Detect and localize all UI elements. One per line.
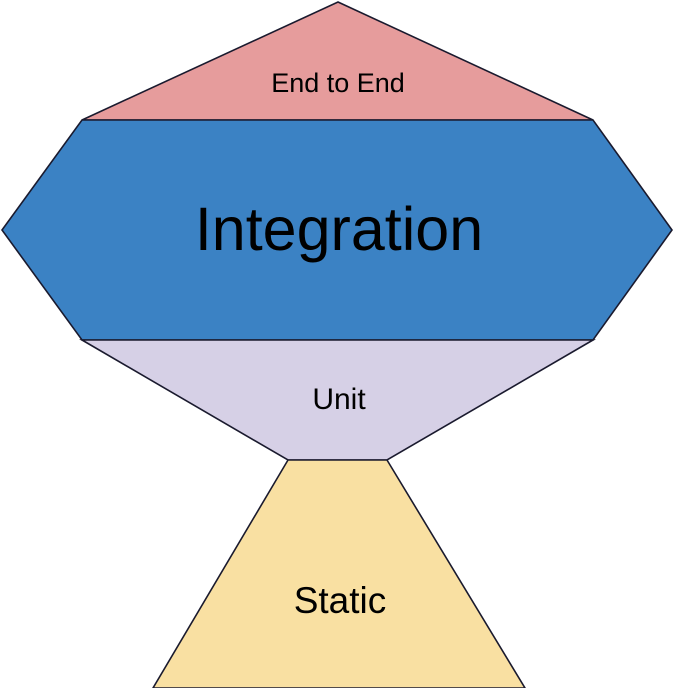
layer-integration[interactable]: Integration [1, 119, 673, 341]
end-to-end-label: End to End [271, 68, 405, 98]
static-label: Static [294, 580, 387, 621]
integration-label: Integration [195, 195, 483, 263]
unit-label: Unit [312, 383, 366, 416]
layer-unit[interactable]: Unit [79, 339, 596, 461]
layer-static[interactable]: Static [152, 459, 526, 688]
static-shape[interactable] [152, 459, 526, 688]
